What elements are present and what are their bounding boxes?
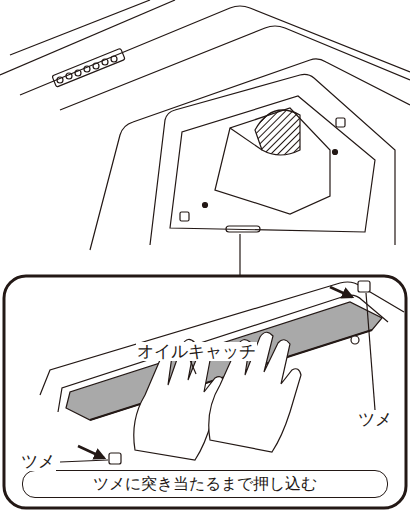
button [102, 59, 108, 65]
push-arrow [330, 287, 352, 297]
hood-edge [0, 0, 175, 75]
button [84, 66, 90, 72]
button-row [57, 56, 117, 83]
button [66, 73, 72, 79]
button [57, 77, 63, 83]
tab [109, 453, 121, 464]
button [75, 70, 81, 76]
slot [226, 226, 260, 232]
tab-label: ツメ [357, 410, 393, 429]
filter-opening [215, 108, 330, 214]
control-strip [52, 48, 125, 87]
instruction-box: ツメに突き当たるまで押し込む [22, 470, 388, 498]
hood-drawing [0, 0, 410, 276]
leader-line [60, 460, 108, 462]
detail-drawing [40, 281, 404, 464]
recess-outline [150, 74, 395, 245]
button [111, 56, 117, 62]
leader-line [366, 293, 375, 410]
part-name: オイルキャッチ [136, 342, 257, 361]
fan [255, 110, 300, 155]
button [93, 63, 99, 69]
instruction-text: ツメに突き当たるまで押し込む [93, 476, 317, 492]
hood-edge [60, 26, 410, 110]
filter-edge [230, 128, 262, 150]
screw [351, 336, 359, 344]
push-arrow [78, 446, 104, 458]
hood-edge [10, 0, 150, 55]
screw [336, 118, 345, 127]
hole [203, 203, 208, 208]
leader-line [190, 360, 196, 374]
panel-edge [90, 59, 410, 250]
callout-frame [4, 276, 406, 508]
tab-label: ツメ [20, 452, 56, 471]
leader-line [239, 234, 240, 276]
tab [358, 281, 370, 292]
hole [333, 150, 338, 155]
screw [180, 212, 189, 221]
hood-edge [20, 6, 410, 95]
recess-inner [170, 96, 375, 232]
